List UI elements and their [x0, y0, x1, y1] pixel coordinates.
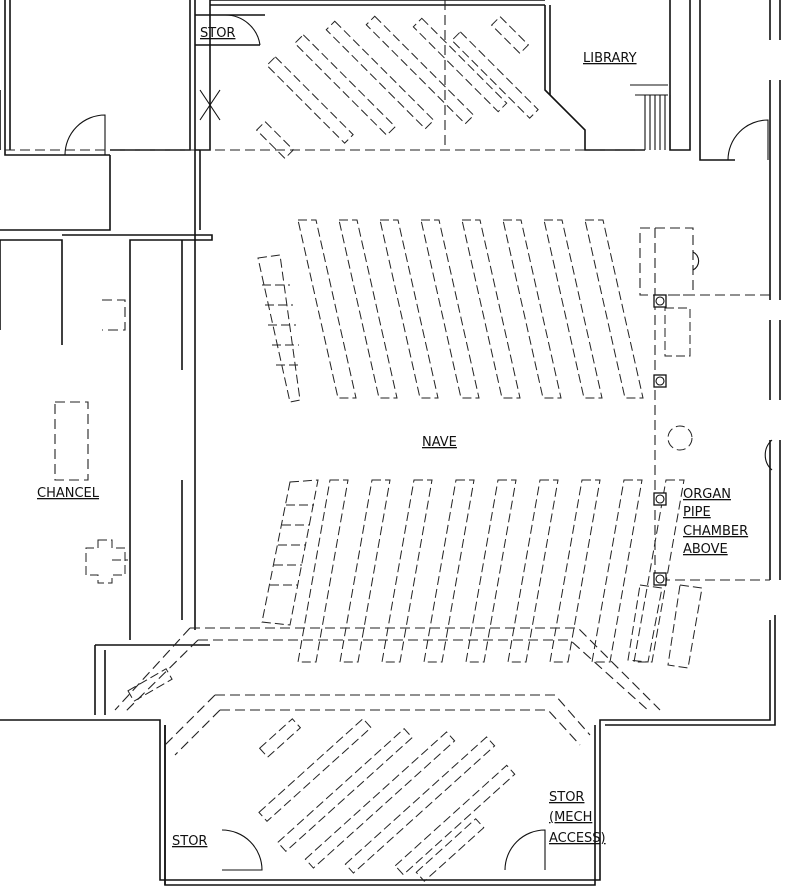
pew	[423, 479, 475, 663]
label-organ-2: PIPE	[683, 505, 711, 520]
labels: STOR LIBRARY NAVE CHANCEL ORGAN PIPE CHA…	[37, 26, 748, 849]
pew	[338, 219, 398, 399]
pews-nave-upper	[297, 219, 644, 399]
label-library: LIBRARY	[583, 51, 637, 66]
label-organ-4: ABOVE	[683, 542, 728, 557]
label-nave: NAVE	[422, 435, 457, 450]
label-organ-1: ORGAN	[683, 487, 731, 502]
label-stor-bottom-left: STOR	[172, 834, 207, 849]
pew	[584, 219, 644, 399]
label-stor-top: STOR	[200, 26, 235, 41]
label-stor-mech-2: (MECH	[549, 810, 592, 825]
chancel-furniture	[85, 539, 128, 584]
pew	[591, 479, 643, 663]
pews-side	[257, 254, 703, 669]
pew	[297, 479, 349, 663]
doors	[64, 14, 773, 871]
pew	[633, 479, 685, 663]
pews-top	[255, 15, 539, 160]
label-chancel: CHANCEL	[37, 486, 100, 501]
pew	[381, 479, 433, 663]
label-stor-mech-1: STOR	[549, 790, 584, 805]
pew	[502, 219, 562, 399]
label-stor-mech-3: ACCESS)	[549, 831, 606, 846]
pew	[543, 219, 603, 399]
pew	[465, 479, 517, 663]
stairs	[630, 84, 671, 150]
columns	[653, 251, 700, 586]
label-organ-3: CHAMBER	[683, 524, 748, 539]
pews-nave-lower	[297, 479, 685, 663]
pew	[297, 219, 357, 399]
pew	[339, 479, 391, 663]
pew	[379, 219, 439, 399]
pews-bottom	[127, 668, 516, 882]
pew	[461, 219, 521, 399]
pew	[507, 479, 559, 663]
pew	[420, 219, 480, 399]
pew	[549, 479, 601, 663]
